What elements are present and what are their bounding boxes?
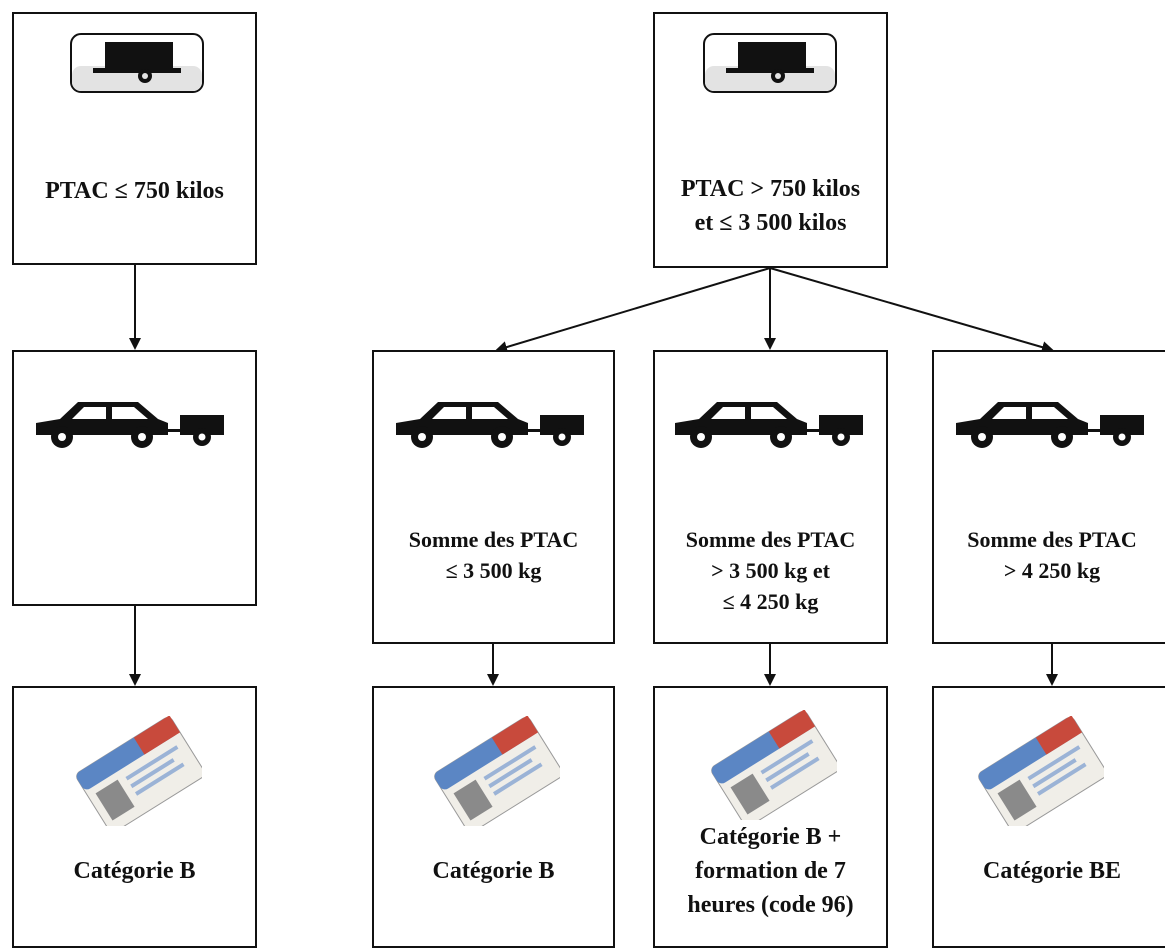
combo-box-0 bbox=[12, 350, 257, 606]
combo-condition: Somme des PTAC > 4 250 kg bbox=[967, 527, 1137, 583]
combo-box-3: Somme des PTAC > 4 250 kg bbox=[932, 350, 1165, 644]
license-box-2: Catégorie B + formation de 7 heures (cod… bbox=[653, 686, 888, 948]
car-with-trailer-icon bbox=[396, 402, 584, 448]
driving-license-card-icon bbox=[434, 716, 560, 826]
car-with-trailer-icon bbox=[675, 402, 863, 448]
car-with-trailer-icon bbox=[36, 402, 224, 448]
license-box-1: Catégorie B bbox=[372, 686, 615, 948]
trailer-box-light: PTAC ≤ 750 kilos bbox=[12, 12, 257, 265]
car-with-trailer-icon bbox=[956, 402, 1144, 448]
trailer-condition: PTAC > 750 kilos et ≤ 3 500 kilos bbox=[680, 176, 861, 236]
arrow-b-to-combo-1 bbox=[495, 267, 771, 353]
license-result: Catégorie B bbox=[73, 858, 196, 884]
license-box-0: Catégorie B bbox=[12, 686, 257, 948]
trailer-condition: PTAC ≤ 750 kilos bbox=[45, 178, 224, 204]
license-result: Catégorie BE bbox=[983, 858, 1121, 884]
driving-license-card-icon bbox=[711, 710, 837, 820]
trailer-sign-icon bbox=[703, 33, 837, 93]
driving-license-card-icon bbox=[978, 716, 1104, 826]
trailer-box-heavy: PTAC > 750 kilos et ≤ 3 500 kilos bbox=[653, 12, 888, 268]
combo-condition: Somme des PTAC ≤ 3 500 kg bbox=[408, 527, 579, 583]
license-box-3: Catégorie BE bbox=[932, 686, 1165, 948]
combo-box-1: Somme des PTAC ≤ 3 500 kg bbox=[372, 350, 615, 644]
arrow-b-to-combo-3 bbox=[769, 267, 1054, 353]
driving-license-card-icon bbox=[76, 716, 202, 826]
license-result: Catégorie B bbox=[432, 858, 555, 884]
combo-condition: Somme des PTAC > 3 500 kg et ≤ 4 250 kg bbox=[685, 527, 856, 614]
combo-box-2: Somme des PTAC > 3 500 kg et ≤ 4 250 kg bbox=[653, 350, 888, 644]
license-result: Catégorie B + formation de 7 heures (cod… bbox=[687, 824, 854, 918]
trailer-sign-icon bbox=[70, 33, 204, 93]
